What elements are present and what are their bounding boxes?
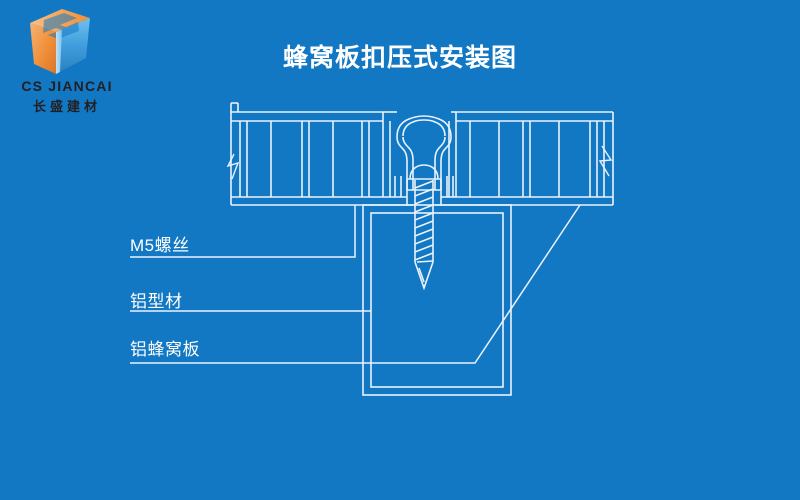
m5-screw	[414, 180, 434, 291]
page-title: 蜂窝板扣压式安装图	[282, 44, 517, 72]
callout-label-aluminium-profile: 铝型材	[130, 292, 183, 311]
clamp-cover-cap	[382, 111, 457, 206]
brand-logo: CS JIANCAI 长盛建材	[12, 6, 122, 114]
callout-label-honeycomb-panel: 铝蜂窝板	[130, 340, 200, 359]
aluminium-profile	[362, 204, 512, 396]
callout-label-m5-screw: M5螺丝	[130, 236, 190, 255]
leader-lines	[130, 204, 581, 364]
honeycomb-panel-right	[456, 111, 614, 206]
logo-chinese-text: 长盛建材	[32, 99, 101, 114]
logo-latin-text: CS JIANCAI	[21, 78, 113, 94]
cube-logo-icon	[30, 9, 90, 74]
honeycomb-panel-left	[226, 102, 383, 206]
